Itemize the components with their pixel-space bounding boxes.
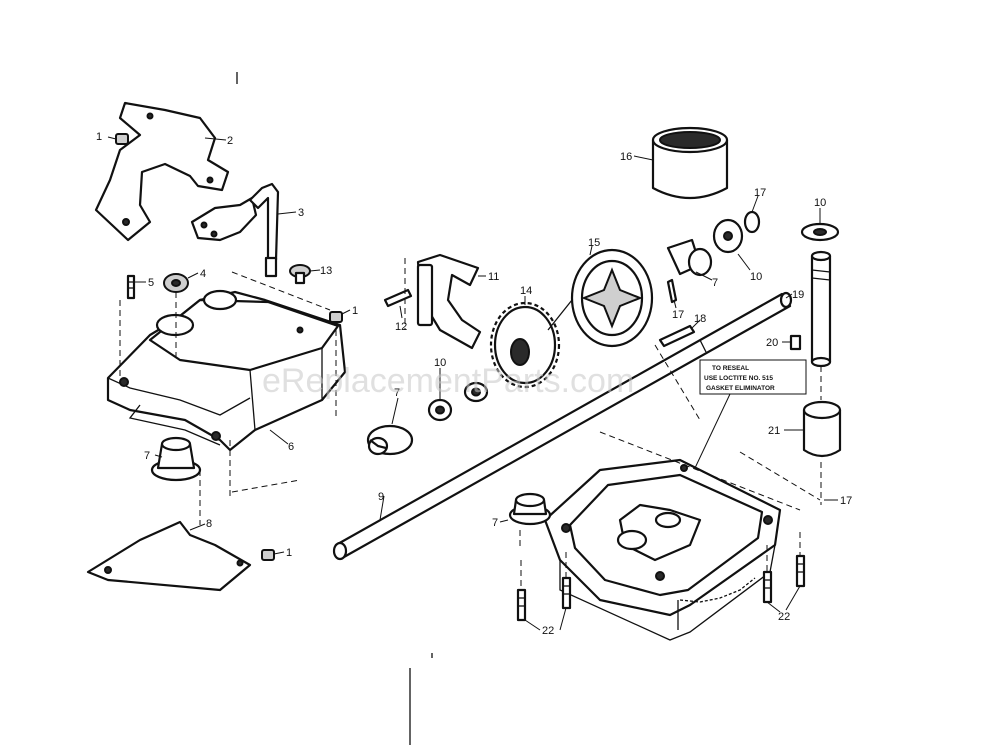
- callout-8: 8: [206, 518, 212, 530]
- callout-17c: 17: [840, 495, 852, 507]
- callout-11: 11: [488, 271, 499, 283]
- pin-part-12: [383, 288, 413, 308]
- callout-22a: 22: [542, 625, 554, 637]
- washer-part-10b: [712, 218, 744, 254]
- callout-7d: 7: [492, 517, 498, 529]
- nut-part-1a: [107, 133, 129, 145]
- gear-case: [543, 458, 782, 641]
- callout-1b: 1: [352, 305, 358, 317]
- washer-part-4: [163, 273, 189, 293]
- callout-10a: 10: [434, 357, 446, 369]
- callout-18: 18: [694, 313, 706, 325]
- axle-part-9: [332, 291, 793, 561]
- callout-10c: 10: [814, 197, 826, 209]
- callout-4: 4: [200, 268, 206, 280]
- callout-14: 14: [520, 285, 532, 297]
- note-line-2: USE LOCTITE NO. 515: [704, 375, 773, 382]
- collar-part-16: [651, 126, 729, 199]
- plate-part-8: [86, 520, 252, 592]
- knob-part-13: [289, 264, 311, 285]
- note-line-1: TO RESEAL: [712, 365, 749, 372]
- reseal-note: TO RESEAL USE LOCTITE NO. 515 GASKET ELI…: [699, 359, 807, 395]
- bushing-part-7b: [366, 424, 414, 456]
- washer-part-10a: [427, 381, 489, 422]
- nut-part-1b: [329, 311, 343, 323]
- callout-15: 15: [588, 237, 600, 249]
- callout-7a: 7: [144, 450, 150, 462]
- screw-part-5: [126, 274, 136, 300]
- callout-12: 12: [395, 321, 407, 333]
- pin-part-20: [789, 334, 802, 351]
- shaft-part-19: [810, 250, 832, 368]
- callout-10b: 10: [750, 271, 762, 283]
- gear-part-14: [489, 301, 561, 389]
- bushing-part-21: [802, 400, 842, 458]
- callout-13: 13: [320, 265, 332, 277]
- screws-part-22: [516, 554, 806, 622]
- callout-17a: 17: [754, 187, 766, 199]
- callout-7c: 7: [712, 277, 718, 289]
- callout-1a: 1: [96, 131, 102, 143]
- note-line-3: GASKET ELIMINATOR: [706, 385, 775, 392]
- callout-9: 9: [378, 491, 384, 503]
- ring-part-17a: [743, 210, 761, 234]
- yoke-part-11: [416, 253, 482, 350]
- washer-part-10c: [800, 222, 840, 242]
- callout-22b: 22: [778, 611, 790, 623]
- callout-16: 16: [620, 151, 632, 163]
- upper-housing-part-6: [106, 289, 347, 452]
- link-part-3: [190, 182, 280, 278]
- key-part-18: [658, 324, 696, 348]
- watermark: eReplacementParts.com: [262, 362, 634, 400]
- bracket-part-2: [94, 101, 230, 242]
- callout-2: 2: [227, 135, 233, 147]
- callout-19: 19: [792, 289, 804, 301]
- callout-7b: 7: [394, 387, 400, 399]
- callout-3: 3: [298, 207, 304, 219]
- nut-part-1c: [261, 549, 275, 561]
- bushing-part-7c: [666, 238, 713, 277]
- callout-20: 20: [766, 337, 778, 349]
- callout-21: 21: [768, 425, 780, 437]
- key-part-17b: [666, 278, 678, 304]
- callout-1c: 1: [286, 547, 292, 559]
- callout-6: 6: [288, 441, 294, 453]
- callout-17b: 17: [672, 309, 684, 321]
- bushing-part-7a: [150, 436, 202, 482]
- bushing-part-7d: [508, 492, 552, 526]
- callout-5: 5: [148, 277, 154, 289]
- pulley-part-15: [547, 248, 654, 348]
